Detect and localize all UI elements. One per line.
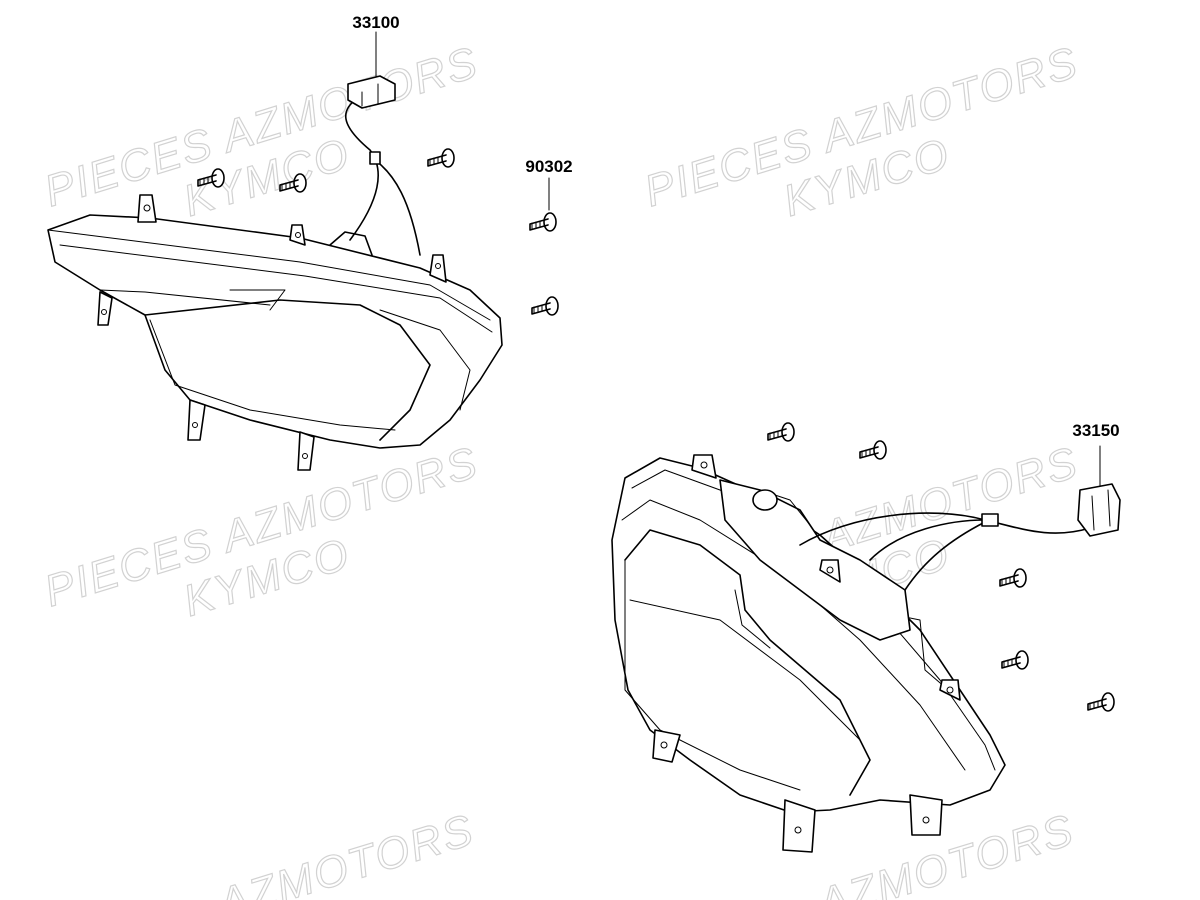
screw-icon (1087, 692, 1115, 712)
watermark-text: AZMOTORS (810, 805, 1080, 900)
turn-signal-light-right (611, 445, 1121, 853)
part-number-90302: 90302 (525, 157, 572, 176)
screw-icon (1001, 650, 1029, 670)
screw-icon (999, 568, 1027, 588)
screw-icon (427, 148, 455, 168)
turn-signal-light-left (47, 31, 503, 471)
connector-icon (347, 75, 396, 165)
screw-icon (529, 212, 557, 232)
turn-signal-light-icon (47, 214, 503, 449)
part-number-33150: 33150 (1072, 421, 1119, 440)
screw-icon (531, 296, 559, 316)
screw-icon (767, 422, 795, 442)
part-number-33100: 33100 (352, 13, 399, 32)
screw-group-left (197, 148, 559, 316)
watermark-text: AZMOTORS (210, 805, 480, 900)
connector-icon (981, 483, 1121, 537)
wire-harness (344, 97, 379, 241)
wire-harness (799, 512, 1091, 546)
screw-icon (859, 440, 887, 460)
